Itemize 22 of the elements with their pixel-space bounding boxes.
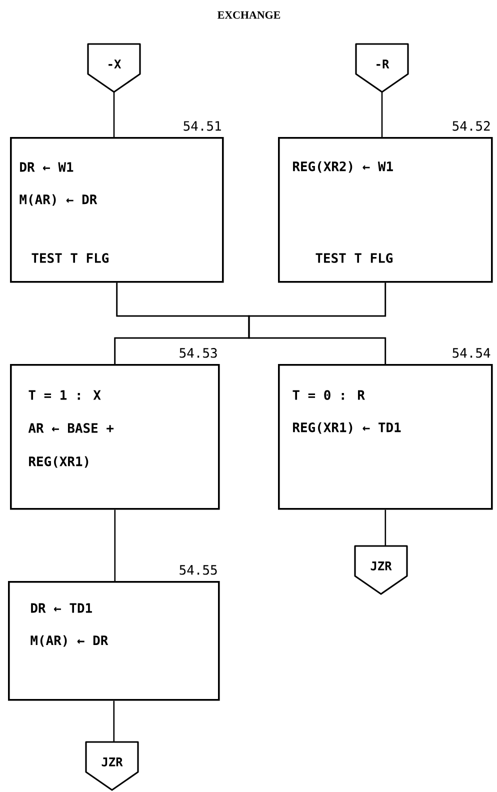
node-label: DR ← W1	[20, 162, 74, 172]
step-number: 54.51	[184, 121, 221, 131]
step-number: 54.54	[452, 348, 490, 358]
connector-line	[114, 510, 116, 581]
process-box: DR ← TD1 M(AR) ← DR	[8, 581, 220, 701]
node-label: TEST T FLG	[316, 253, 393, 263]
connector-line	[381, 92, 383, 137]
process-box: T = 1 : X AR ← BASE + REG(XR1)	[10, 364, 220, 510]
step-number: 54.55	[180, 565, 217, 575]
process-box: REG(XR2) ← W1 TEST T FLG	[278, 137, 493, 283]
connector-line	[384, 510, 386, 546]
connector-line	[113, 700, 115, 742]
connector-line	[248, 282, 386, 364]
node-label: REG(XR2) ← W1	[293, 161, 393, 173]
process-box: T = 0 : R REG(XR1) ← TD1	[278, 364, 493, 510]
step-number: 54.53	[180, 348, 217, 358]
node-label: M(AR) ← DR	[20, 194, 98, 206]
connector-line	[113, 92, 115, 137]
process-box: DR ← W1 M(AR) ← DR TEST T FLG	[10, 137, 224, 283]
title: EXCHANGE	[218, 11, 280, 19]
step-number: 54.52	[452, 121, 490, 131]
node-label: TEST T FLG	[32, 253, 109, 263]
